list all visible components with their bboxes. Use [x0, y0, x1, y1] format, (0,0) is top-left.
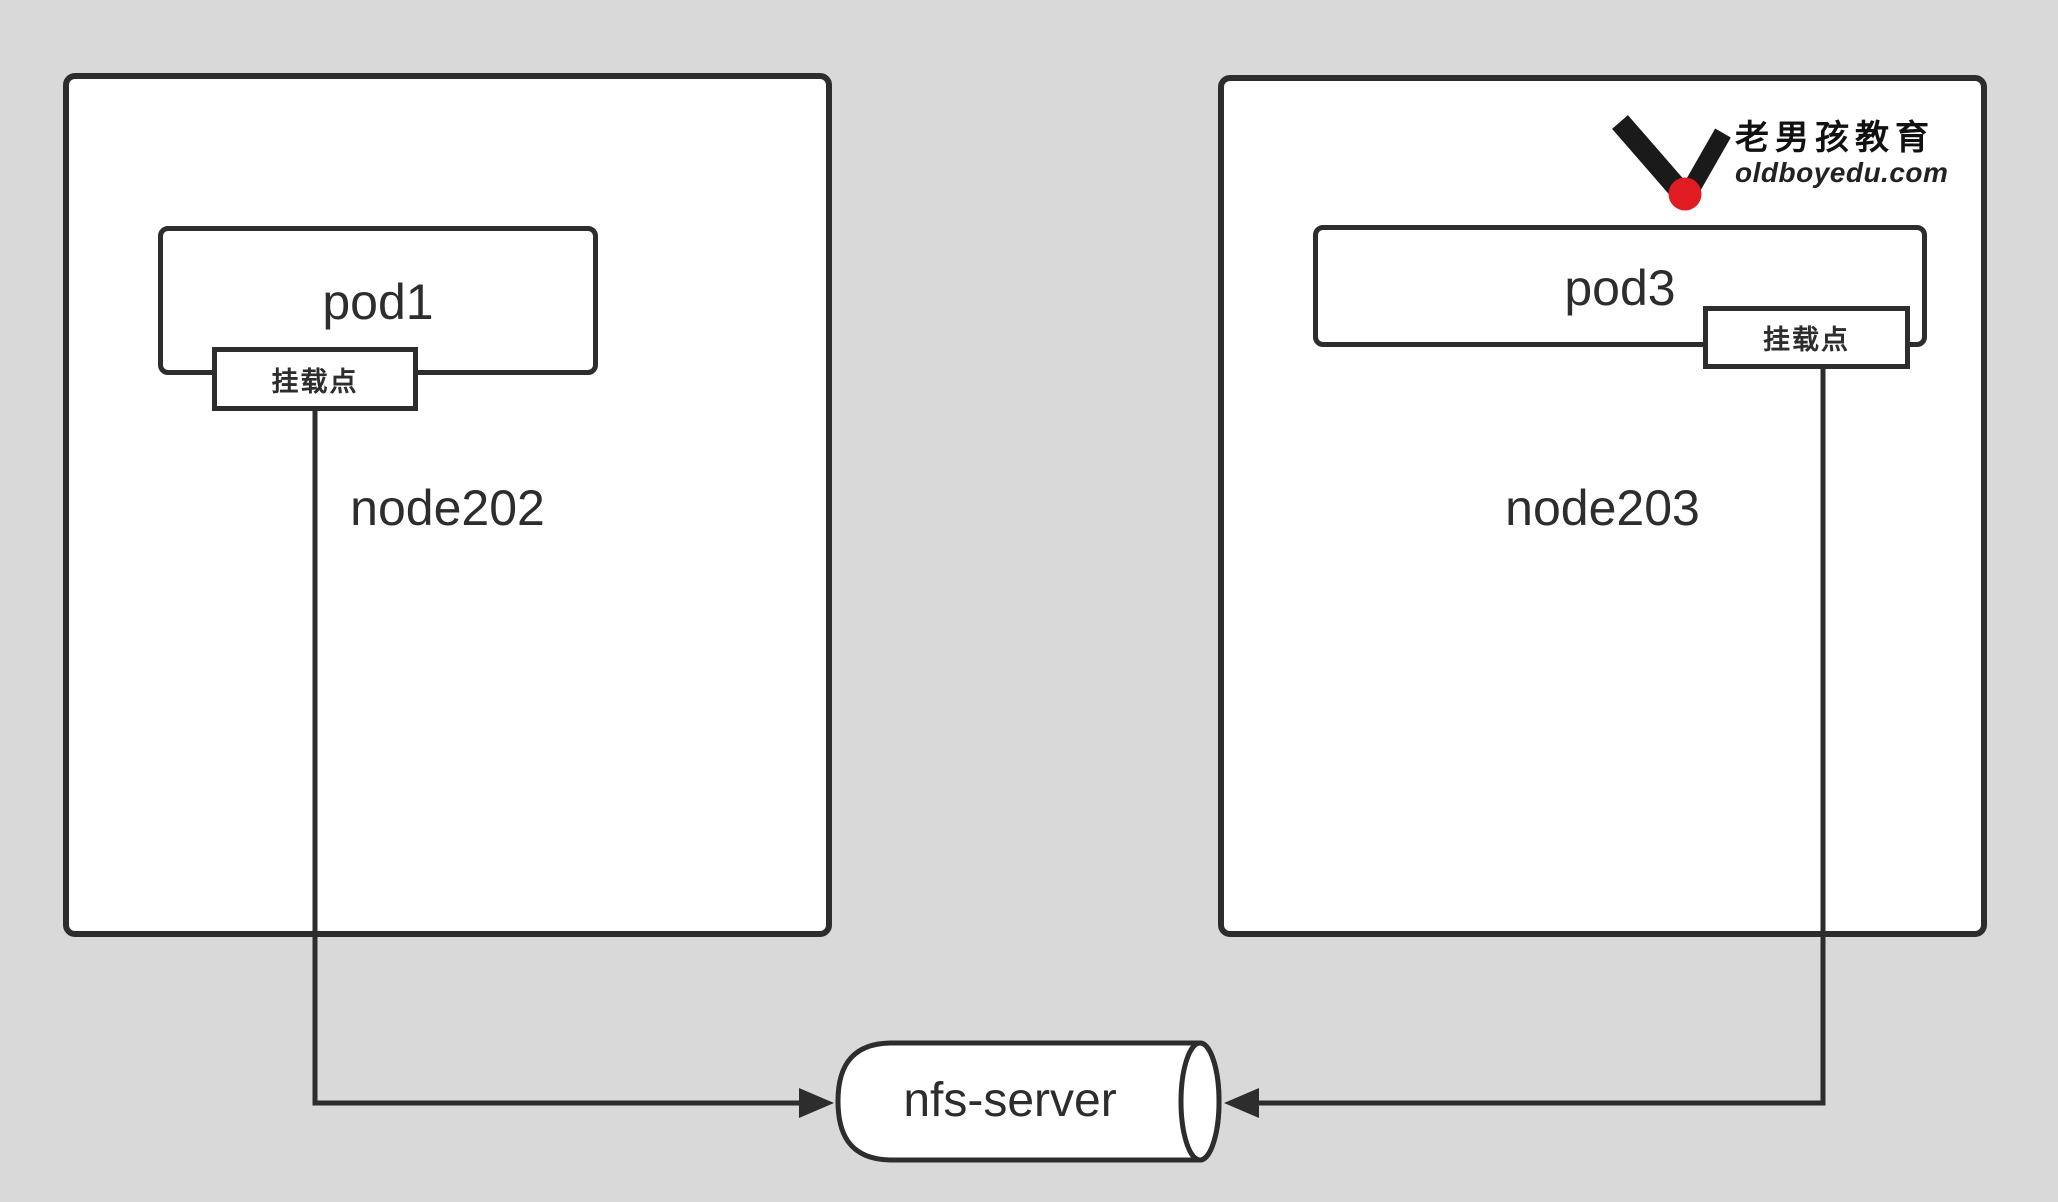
arrow-head-icon [799, 1088, 834, 1118]
oldboyedu-logo: 老男孩教育 oldboyedu.com [1598, 110, 1958, 215]
pod3-label: pod3 [1564, 260, 1676, 316]
logo-red-dot-icon [1668, 177, 1702, 211]
logo-v-left-stroke [1612, 115, 1688, 198]
oldboy-logo-icon [1612, 115, 1731, 211]
arrow-head-icon [1224, 1088, 1259, 1118]
pod3-mount-point-box: 挂载点 [1703, 306, 1910, 369]
logo-title: 老男孩教育 [1735, 119, 1935, 157]
pod1-mount-point-label: 挂载点 [271, 366, 359, 397]
logo-text-block: 老男孩教育 oldboyedu.com [1735, 119, 1949, 190]
pod1-mount-point-box: 挂载点 [212, 347, 418, 411]
logo-v-right-stroke [1683, 128, 1731, 194]
cylinder-end-cap [1178, 1040, 1222, 1163]
pod1-label: pod1 [322, 274, 434, 330]
node203-label: node203 [1505, 480, 1700, 536]
nfs-server-label: nfs-server [903, 1074, 1117, 1127]
node202-label: node202 [350, 480, 545, 536]
logo-domain: oldboyedu.com [1735, 157, 1949, 189]
pod3-mount-point-label: 挂载点 [1763, 325, 1850, 355]
